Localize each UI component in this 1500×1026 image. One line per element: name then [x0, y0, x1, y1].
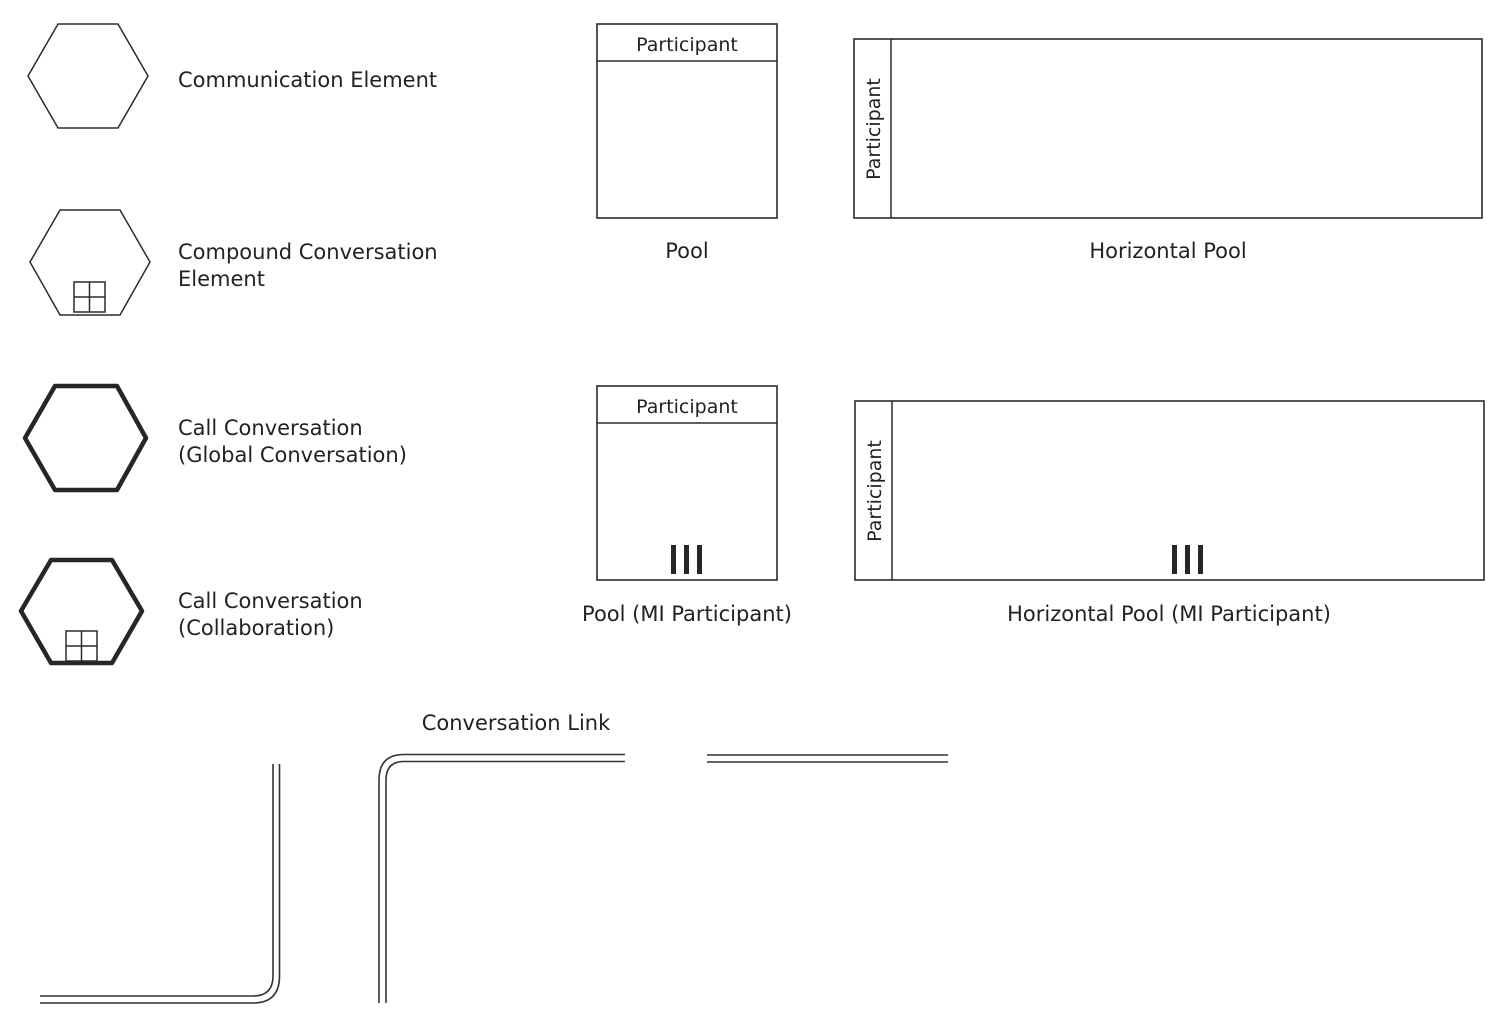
horizontal-pool-mi-shape[interactable]: Participant — [854, 400, 1485, 581]
horizontal-pool-mi-label: Horizontal Pool (MI Participant) — [1007, 602, 1331, 626]
thick-hexagon-icon — [22, 383, 149, 493]
pool-header: Participant — [636, 34, 738, 56]
conversation-link-straight[interactable] — [707, 754, 948, 763]
communication-element-shape[interactable] — [27, 23, 149, 129]
pool-mi-header: Participant — [636, 396, 738, 418]
hexagon-icon — [27, 23, 149, 129]
call-conversation-collab-shape[interactable] — [18, 557, 145, 666]
pool-shape[interactable]: Participant — [596, 23, 778, 219]
thick-hexagon-icon — [18, 557, 145, 666]
horizontal-pool-mi-frame — [854, 400, 1485, 581]
conversation-link-label: Conversation Link — [422, 711, 611, 735]
multi-instance-icon — [671, 545, 702, 574]
conversation-link-corner-bottom-right[interactable] — [40, 764, 281, 1004]
communication-element-label: Communication Element — [178, 68, 437, 92]
compound-conversation-label-line1: Compound Conversation — [178, 240, 438, 264]
compound-conversation-label-line2: Element — [178, 267, 265, 291]
hexagon-icon — [29, 209, 151, 316]
sub-conversation-plus-icon — [73, 281, 106, 313]
call-conversation-collab-label-line2: (Collaboration) — [178, 616, 334, 640]
compound-conversation-shape[interactable] — [29, 209, 151, 316]
call-conversation-global-label-line2: (Global Conversation) — [178, 443, 407, 467]
multi-instance-icon — [1172, 545, 1203, 574]
call-conversation-global-label-line1: Call Conversation — [178, 416, 363, 440]
horizontal-pool-label: Horizontal Pool — [1089, 239, 1246, 263]
pool-label: Pool — [665, 239, 708, 263]
call-conversation-global-shape[interactable] — [22, 383, 149, 493]
pool-mi-label: Pool (MI Participant) — [582, 602, 792, 626]
horizontal-pool-shape[interactable]: Participant — [853, 38, 1483, 219]
call-conversation-collab-label-line1: Call Conversation — [178, 589, 363, 613]
horizontal-pool-header: Participant — [863, 78, 885, 180]
pool-mi-shape[interactable]: Participant — [596, 385, 778, 581]
horizontal-pool-mi-header: Participant — [864, 440, 886, 542]
sub-conversation-plus-icon — [65, 630, 98, 662]
horizontal-pool-frame — [853, 38, 1483, 219]
pool-frame — [596, 23, 778, 219]
conversation-link-corner-top-left[interactable] — [378, 753, 625, 1004]
